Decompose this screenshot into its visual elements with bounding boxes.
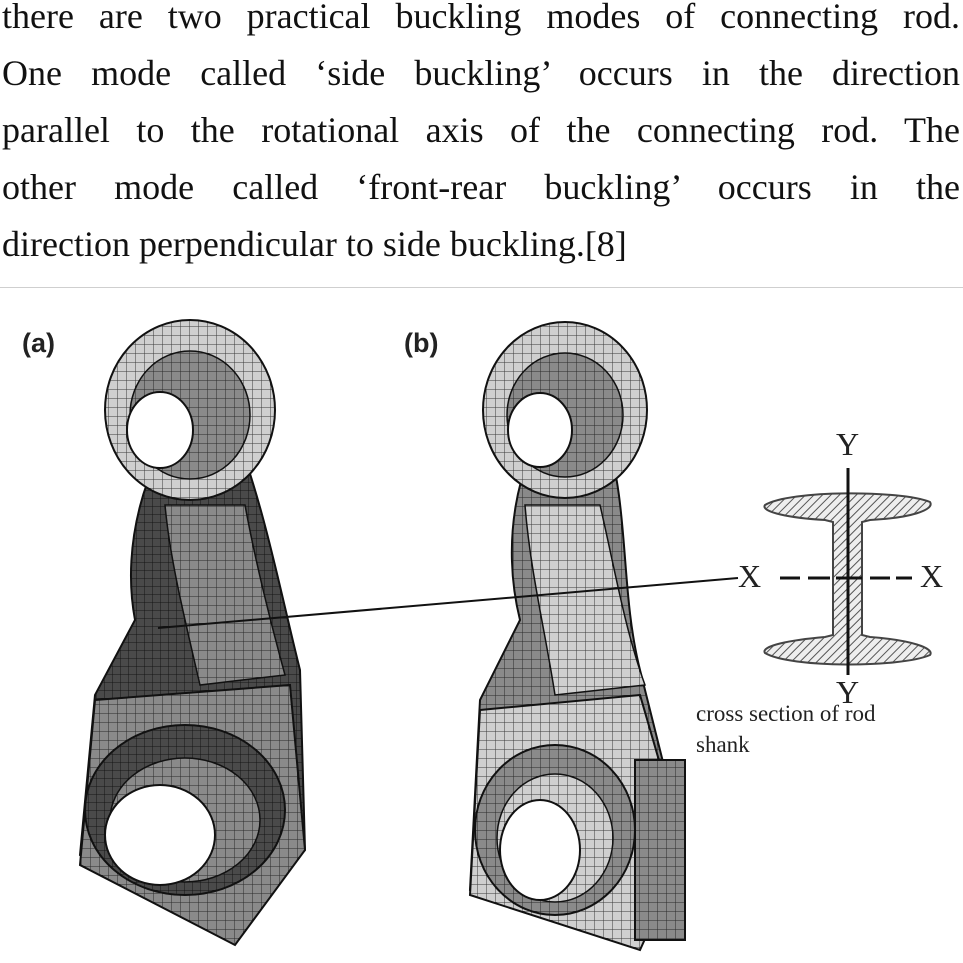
connecting-rod-a (78, 319, 307, 947)
caption-line: shank (696, 732, 750, 757)
figure-divider (0, 287, 963, 288)
figure-drawing (78, 319, 932, 952)
x-axis-right-label: X (920, 558, 944, 594)
body-paragraph: there are two practical buckling modes o… (2, 0, 960, 273)
connecting-rod-figure: (a) (b) Y X X Y cross section of rod sha… (0, 290, 963, 963)
caption-line: cross section of rod (696, 701, 876, 726)
paragraph-line: direction perpendicular to side buckling… (2, 224, 627, 264)
y-axis-top-label: Y (836, 426, 860, 462)
section-line (157, 577, 739, 629)
i-beam-cross-section (763, 468, 932, 675)
connecting-rod-b (468, 321, 687, 952)
paragraph-line: there are two practical buckling modes o… (2, 0, 960, 36)
y-axis-bottom-label: Y (836, 674, 860, 710)
paragraph-line: parallel to the rotational axis of the c… (2, 110, 960, 150)
paragraph-line: One mode called ‘side buckling’ occurs i… (2, 53, 960, 93)
paragraph-line: other mode called ‘front-rear buckling’ … (2, 167, 960, 207)
cross-section-caption: cross section of rod shank (696, 698, 958, 760)
panel-b-label: (b) (404, 328, 439, 358)
x-axis-left-label: X (738, 558, 762, 594)
panel-a-label: (a) (22, 328, 55, 358)
